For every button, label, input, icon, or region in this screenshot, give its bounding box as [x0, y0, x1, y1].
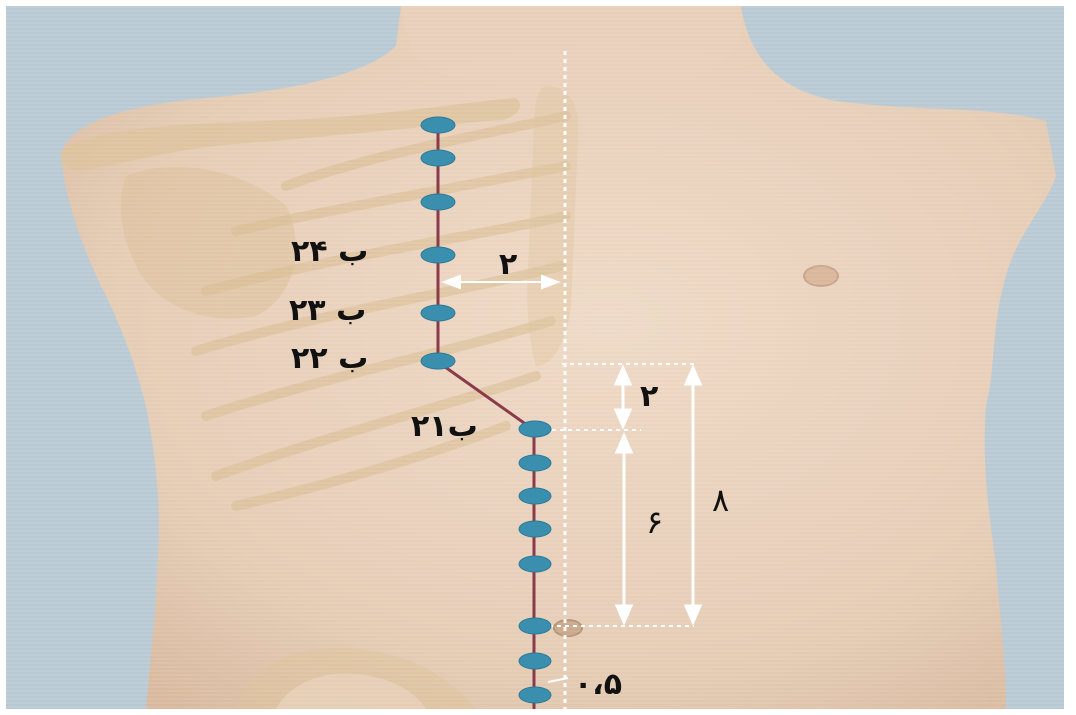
acupoint-dot-icon	[519, 521, 551, 537]
acupoint-dot-icon	[519, 421, 551, 437]
point-label-b24: ب ۲۴	[291, 237, 368, 267]
point-label-b21: ب۲۱	[411, 412, 478, 442]
acupoint-dot-icon	[421, 353, 455, 369]
acupoint-dot-icon	[421, 194, 455, 210]
acupoint-dot-icon	[519, 687, 551, 703]
acupoint-dot-icon	[519, 556, 551, 572]
anatomy-illustration	[6, 6, 1064, 709]
diagram-frame: ب ۲۴ ب ۲۳ ب ۲۲ ب۲۱ ۲ ۲ ۶ ۸ ۰،۵	[6, 6, 1064, 709]
acupoint-dot-icon	[421, 117, 455, 133]
point-label-b23: ب ۲۳	[289, 296, 366, 326]
acupoint-dot-icon	[519, 653, 551, 669]
total-segment-label: ۸	[712, 484, 729, 516]
acupoint-dot-icon	[519, 455, 551, 471]
acupoint-dot-icon	[519, 488, 551, 504]
upper-segment-label: ۲	[640, 382, 658, 412]
acupoint-dot-icon	[421, 247, 455, 263]
lateral-offset-label: ۲	[499, 250, 517, 280]
acupoint-dot-icon	[421, 305, 455, 321]
acupoint-dot-icon	[519, 618, 551, 634]
lower-segment-label: ۶	[646, 506, 663, 538]
acupoint-dot-icon	[421, 150, 455, 166]
bottom-offset-label: ۰،۵	[574, 670, 622, 700]
point-label-b22: ب ۲۲	[291, 344, 368, 374]
